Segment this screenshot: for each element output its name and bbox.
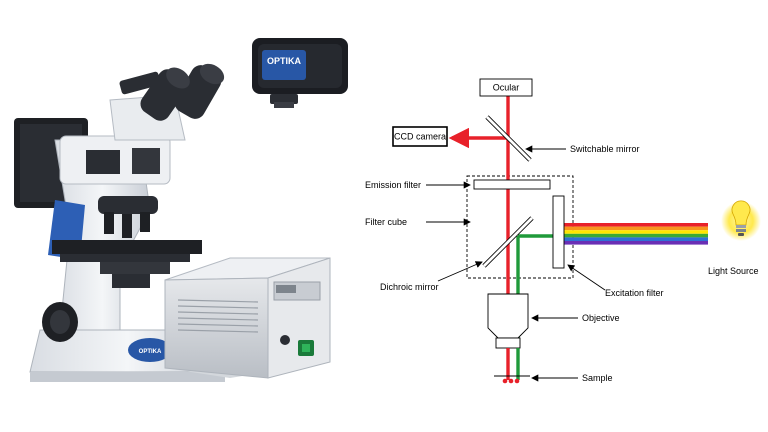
dichroic-mirror — [482, 216, 534, 268]
switchable-mirror — [485, 115, 532, 162]
objective-lens — [487, 293, 529, 339]
filter-cube-label: Filter cube — [365, 217, 407, 227]
fluorescence-diagram: Ocular CCD camera — [365, 78, 761, 384]
ocular-box — [479, 78, 533, 97]
microscope-photo: OPTIKA — [14, 63, 226, 382]
spectrum-beam — [562, 223, 708, 245]
emission-filter — [473, 179, 551, 190]
dichroic-mirror-label: Dichroic mirror — [380, 282, 439, 292]
light-source-label: Light Source — [708, 266, 759, 276]
ccd-camera-box — [392, 126, 448, 147]
sample-label: Sample — [582, 373, 613, 383]
optika-camera: OPTIKA — [252, 38, 348, 108]
ccd-camera-label: CCD camera — [394, 132, 446, 142]
camera-logo: OPTIKA — [267, 56, 302, 66]
emission-filter-label: Emission filter — [365, 180, 421, 190]
excitation-filter — [552, 195, 565, 269]
sample — [494, 375, 530, 384]
excitation-filter-label: Excitation filter — [605, 288, 664, 298]
power-supply — [164, 257, 331, 379]
microscope-logo: OPTIKA — [139, 349, 162, 355]
switchable-mirror-label: Switchable mirror — [570, 144, 640, 154]
ocular-label: Ocular — [493, 83, 520, 93]
objective-label: Objective — [582, 313, 620, 323]
light-bulb-icon — [721, 200, 761, 241]
